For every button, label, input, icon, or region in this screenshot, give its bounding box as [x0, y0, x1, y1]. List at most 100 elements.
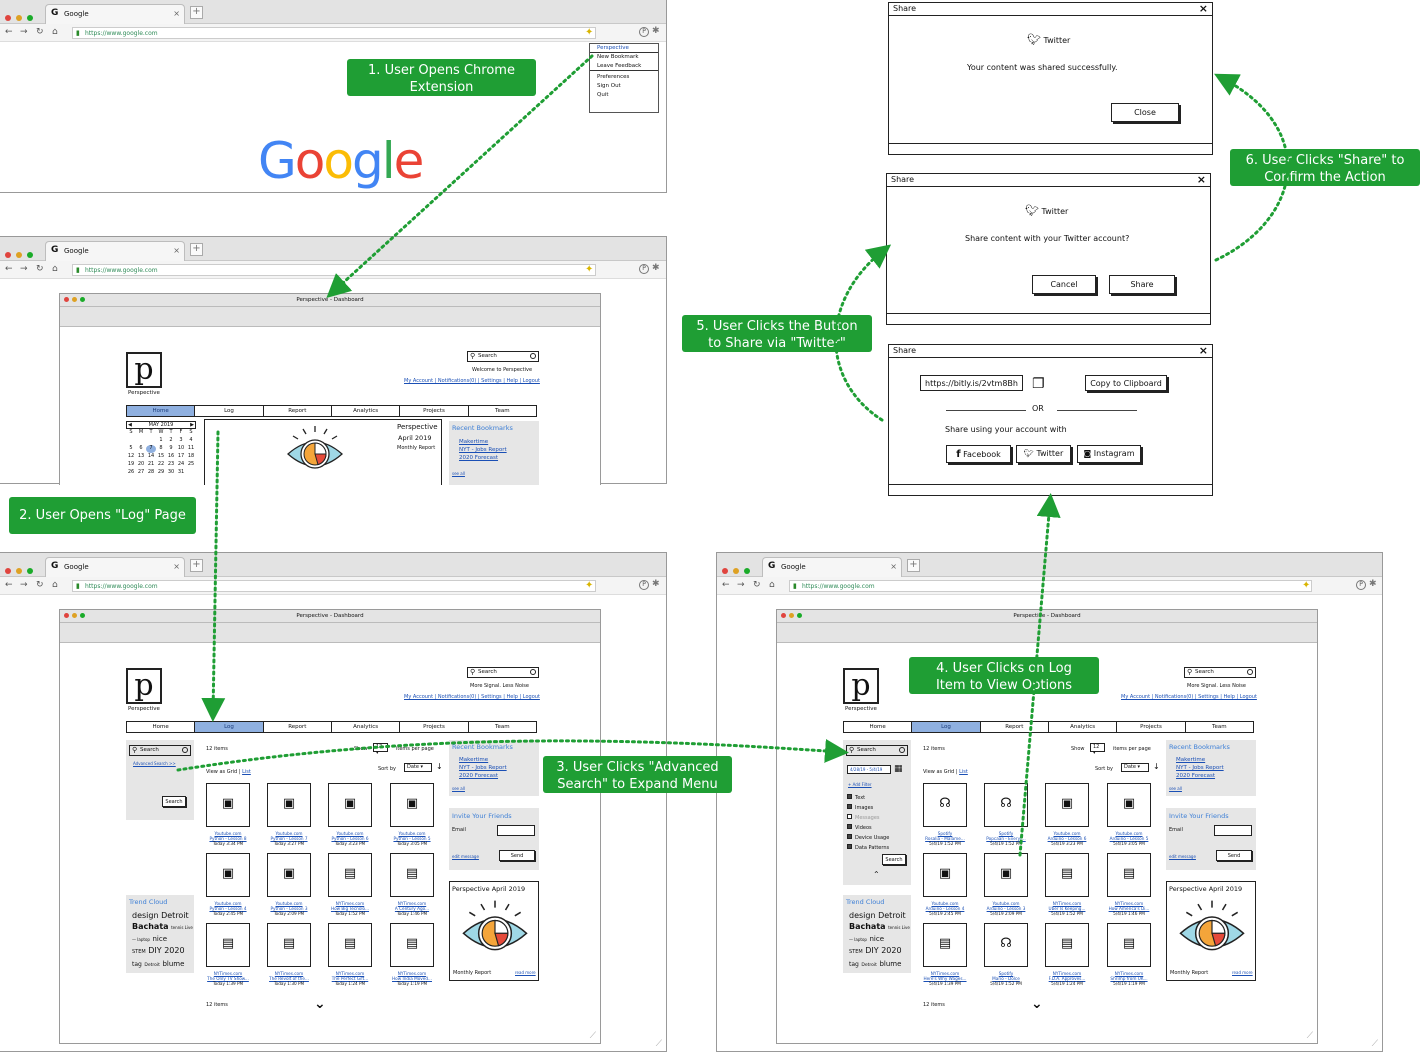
calendar-icon[interactable]: ▦ — [894, 764, 903, 774]
bookmark-link[interactable]: Makertime — [1176, 757, 1206, 763]
bookmark-link[interactable]: 2020 Forecast — [459, 773, 499, 779]
bookmark-link[interactable]: NYT - Jobs Report — [459, 447, 507, 453]
nav-report[interactable]: Report — [264, 722, 332, 732]
perspective-ext-icon[interactable]: P — [639, 264, 649, 274]
bookmark-link[interactable]: 2020 Forecast — [1176, 773, 1216, 779]
filter-checkbox[interactable]: Data Patterns — [847, 844, 889, 851]
url-field[interactable]: ▮https://www.google.com — [72, 580, 596, 592]
log-item-tile[interactable]: ☊ — [984, 783, 1028, 827]
user-links[interactable]: My Account | Notifications(0) | Settings… — [404, 378, 540, 384]
gear-icon[interactable]: ✱ — [652, 26, 660, 36]
sort-direction-icon[interactable]: ↓ — [436, 762, 443, 771]
sort-direction-icon[interactable]: ↓ — [1153, 762, 1160, 771]
bookmark-link[interactable]: Makertime — [459, 439, 489, 445]
send-button[interactable]: Send — [1216, 850, 1252, 861]
calendar-day[interactable]: 16 — [167, 453, 175, 459]
log-item-tile[interactable]: ▤ — [1045, 853, 1089, 897]
calendar-day[interactable]: 26 — [127, 469, 135, 475]
sidebar-search-input[interactable]: ⚲Search — [129, 745, 191, 756]
close-tab-icon[interactable]: × — [890, 562, 897, 571]
read-more-link[interactable]: read more — [1232, 970, 1253, 975]
view-toggle[interactable]: View as Grid | List — [206, 769, 251, 775]
gear-icon[interactable]: ✱ — [652, 263, 660, 273]
filter-checkbox[interactable]: Text — [847, 794, 865, 801]
gear-icon[interactable]: ✱ — [652, 579, 660, 589]
calendar-day[interactable]: 19 — [127, 461, 135, 467]
new-tab-button[interactable]: + — [190, 559, 203, 572]
calendar-day[interactable]: 24 — [177, 461, 185, 467]
window-controls[interactable] — [722, 559, 755, 578]
close-tab-icon[interactable]: × — [173, 246, 180, 255]
log-item-tile[interactable]: ▣ — [267, 783, 311, 827]
see-all-link[interactable]: see all — [1169, 786, 1182, 791]
search-input[interactable]: ⚲Search — [1184, 667, 1256, 678]
calendar-day[interactable]: 14 — [147, 453, 155, 459]
back-icon[interactable]: ← — [5, 580, 13, 590]
date-range-field[interactable]: 4/28/19 - 5/4/19 — [847, 765, 891, 774]
invite-email-field[interactable] — [497, 825, 535, 836]
window-controls[interactable] — [64, 297, 88, 304]
collapse-icon[interactable]: ⌃ — [873, 870, 880, 879]
close-tab-icon[interactable]: × — [173, 562, 180, 571]
calendar-day[interactable]: 22 — [157, 461, 165, 467]
calendar-day[interactable]: 15 — [157, 453, 165, 459]
extension-icon[interactable]: ✦ — [1302, 580, 1311, 591]
items-per-page-select[interactable]: 12 ▾ — [1090, 743, 1105, 756]
search-input[interactable]: ⚲Search — [467, 667, 539, 678]
nav-projects[interactable]: Projects — [400, 406, 469, 416]
resize-handle[interactable]: ⟋ — [589, 1031, 596, 1041]
calendar-day[interactable]: 12 — [127, 453, 135, 459]
log-item-tile[interactable]: ▣ — [206, 853, 250, 897]
nav-projects[interactable]: Projects — [1117, 722, 1186, 732]
window-controls[interactable] — [5, 559, 38, 578]
log-item-tile[interactable]: ▤ — [390, 923, 434, 967]
filter-checkbox[interactable]: Images — [847, 804, 873, 811]
invite-email-field[interactable] — [1214, 825, 1252, 836]
new-tab-button[interactable]: + — [190, 243, 203, 256]
edit-message-link[interactable]: edit message — [452, 854, 479, 859]
chevron-down-icon[interactable]: ⌄ — [1031, 996, 1043, 1012]
instagram-button[interactable]: ◙ Instagram — [1077, 445, 1141, 463]
perspective-ext-icon[interactable]: P — [639, 27, 649, 37]
nav-team[interactable]: Team — [1212, 724, 1227, 730]
log-item-tile[interactable]: ▣ — [328, 783, 372, 827]
nav-home[interactable]: Home — [127, 406, 196, 416]
extension-icon[interactable]: ✦ — [585, 264, 594, 275]
report-widget[interactable]: Perspective April 2019 Monthly Report re… — [1166, 881, 1256, 981]
log-item-tile[interactable]: ▣ — [390, 783, 434, 827]
log-item-tile[interactable]: ▣ — [984, 853, 1028, 897]
nav-projects[interactable]: Projects — [400, 722, 469, 732]
nav-log[interactable]: Log — [195, 406, 264, 416]
advanced-search-link[interactable]: Advanced Search >> — [133, 761, 176, 766]
extension-icon[interactable]: ✦ — [585, 580, 594, 591]
calendar-day[interactable]: 13 — [137, 453, 145, 459]
window-controls[interactable] — [5, 6, 38, 25]
see-all-link[interactable]: see all — [452, 786, 465, 791]
reload-icon[interactable]: ↻ — [36, 264, 44, 274]
resize-handle[interactable]: ⟋ — [1306, 1031, 1313, 1041]
log-item-tile[interactable]: ▤ — [1107, 923, 1151, 967]
bookmark-link[interactable]: NYT - Jobs Report — [459, 765, 507, 771]
close-icon[interactable]: × — [1198, 344, 1208, 357]
calendar-day[interactable]: 3 — [179, 437, 183, 443]
report-card[interactable]: Perspective April 2019 Monthly Report — [204, 419, 442, 485]
close-icon[interactable]: × — [1198, 2, 1208, 15]
log-item-tile[interactable]: ▤ — [206, 923, 250, 967]
calendar-day[interactable]: 23 — [167, 461, 175, 467]
forward-icon[interactable]: → — [737, 580, 745, 590]
log-item-tile[interactable]: ☊ — [984, 923, 1028, 967]
